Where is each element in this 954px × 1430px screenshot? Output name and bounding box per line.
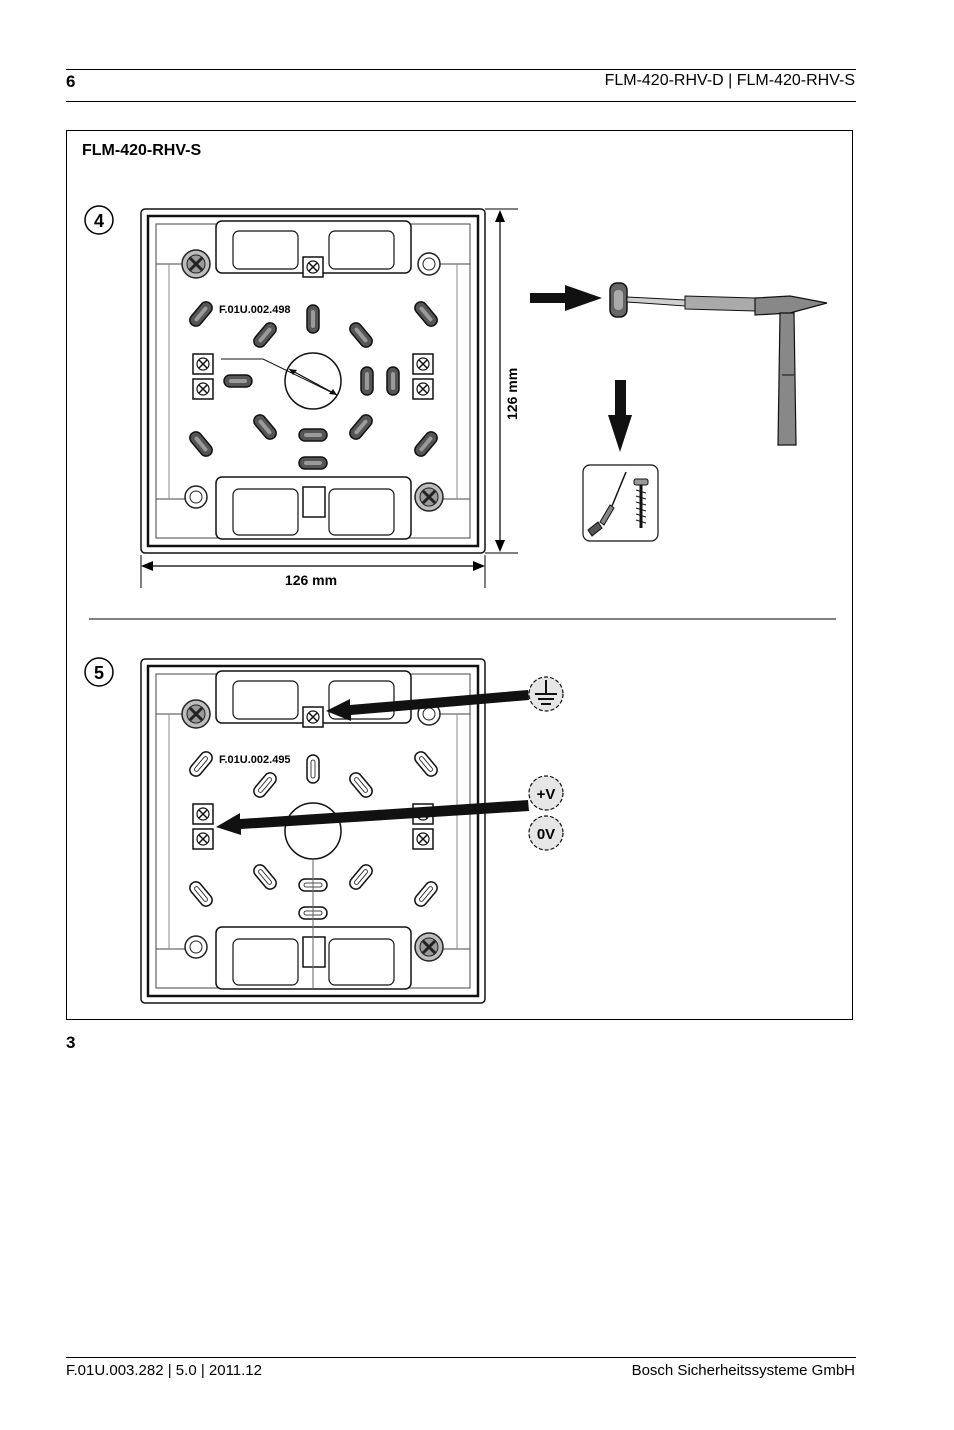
figure-frame — [66, 130, 853, 1020]
power-wire-arrow — [216, 800, 529, 835]
part-code: F.01U.002.495 — [219, 754, 291, 766]
header-top-rule — [66, 69, 856, 70]
figure-title: FLM-420-RHV-S — [82, 142, 202, 159]
svg-text:0V: 0V — [537, 826, 555, 843]
step-4-callout: 4 — [84, 205, 114, 235]
step-5-callout: 5 — [84, 657, 114, 687]
positive-voltage-label: +V — [528, 775, 564, 811]
zero-voltage-label: 0V — [528, 815, 564, 851]
part-code: F.01U.002.498 — [219, 304, 291, 316]
page-number: 6 — [66, 72, 76, 91]
screwdriver-screw-illustration — [582, 464, 659, 542]
footer-company: Bosch Sicherheitssysteme GmbH — [631, 1362, 855, 1379]
knockout-tool-illustration — [609, 282, 828, 446]
push-arrow — [530, 285, 602, 311]
footer-rule — [66, 1357, 856, 1358]
mounting-box-top-view: F.01U.002.498 — [141, 209, 485, 553]
width-dimension: 126 mm — [140, 555, 486, 588]
svg-text:5: 5 — [94, 663, 104, 683]
svg-text:4: 4 — [94, 211, 104, 231]
figure-number: 3 — [66, 1033, 76, 1052]
header-bottom-rule — [66, 101, 856, 102]
earth-ground-icon — [528, 676, 564, 712]
svg-text:126 mm: 126 mm — [285, 572, 337, 588]
svg-text:+V: +V — [537, 786, 556, 803]
mounting-box-wiring-view: F.01U.002.495 — [141, 659, 485, 1003]
svg-text:126 mm: 126 mm — [504, 368, 520, 420]
document-title: FLM-420-RHV-D | FLM-420-RHV-S — [604, 72, 855, 89]
down-arrow — [608, 380, 632, 452]
earth-wire-arrow — [326, 690, 529, 721]
footer-document-reference: F.01U.003.282 | 5.0 | 2011.12 — [66, 1362, 262, 1379]
height-dimension: 126 mm — [485, 208, 520, 554]
